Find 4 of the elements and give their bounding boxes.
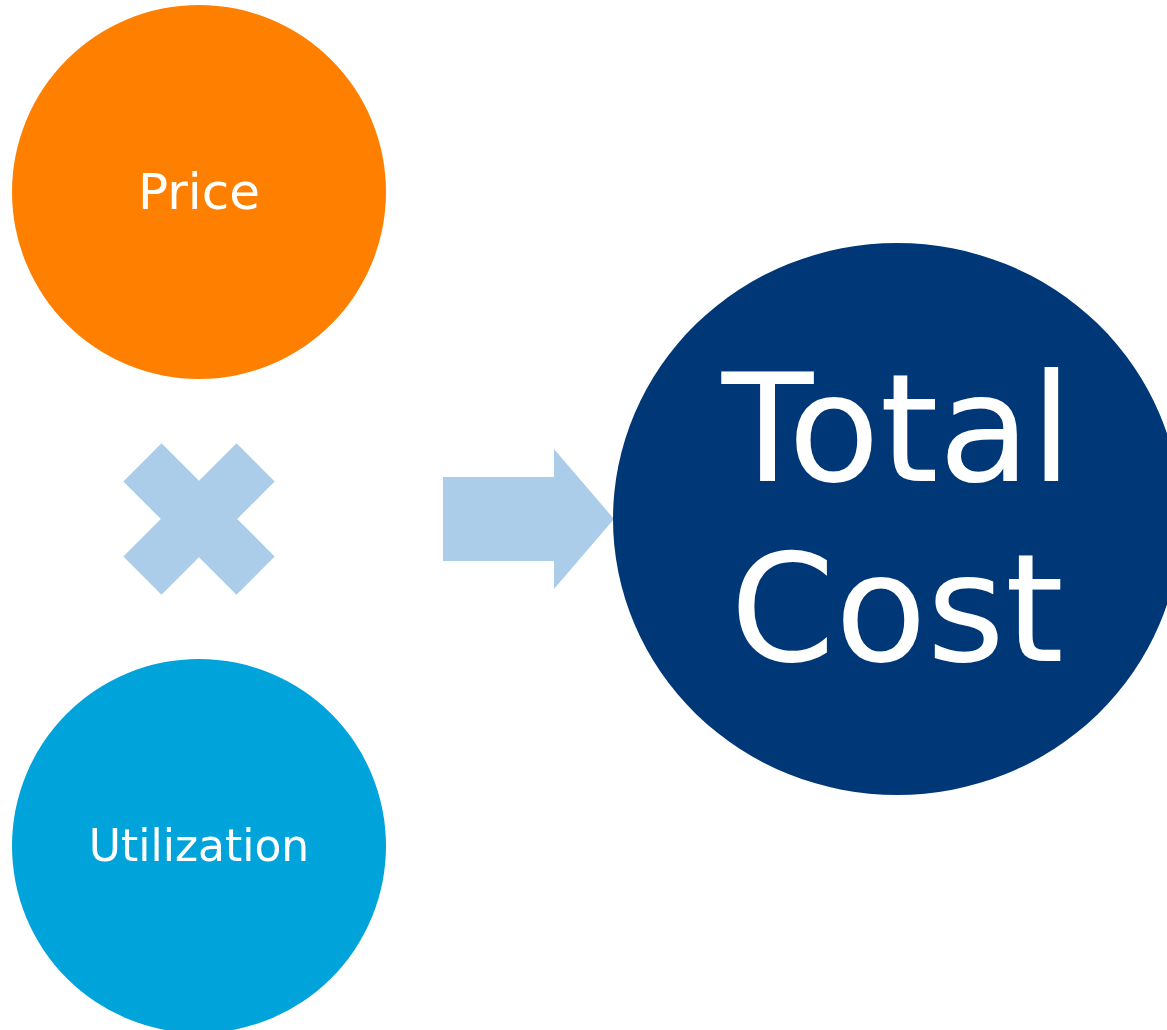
node-label: Price [138,162,260,222]
node-label: Total Cost [720,341,1074,698]
block-arrow [443,449,614,589]
node-label: Utilization [88,819,310,873]
